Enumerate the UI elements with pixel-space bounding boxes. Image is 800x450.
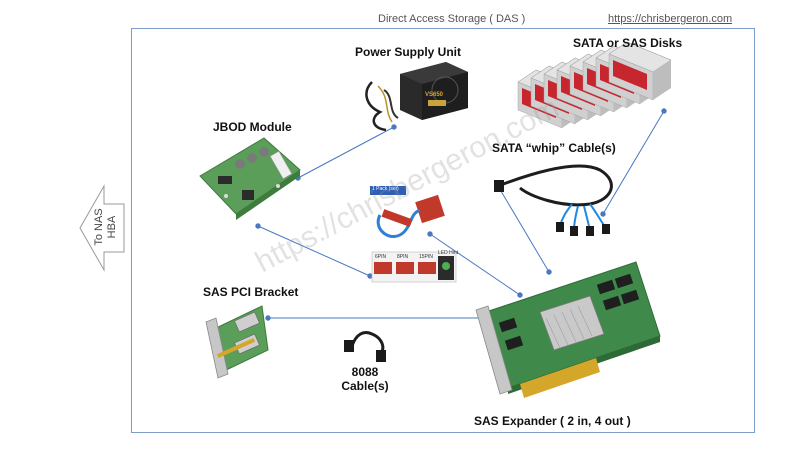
sas-pci-bracket-image (205, 305, 269, 379)
disk-stack (517, 41, 672, 129)
riser-led-text: LED Hint (438, 250, 459, 256)
disks-label: SATA or SAS Disks (573, 36, 683, 50)
expander-label: SAS Expander ( 2 in, 4 out ) (474, 414, 631, 428)
to-nas-arrow (79, 184, 125, 272)
psu-badge: VS650 (425, 92, 444, 98)
whip-cable-label: SATA “whip” Cable(s) (492, 141, 616, 155)
riser-pack-text: 1 Pack (set) (372, 186, 399, 192)
riser-6pin-text: 6PIN (375, 254, 387, 260)
riser-8pin-text: 8PIN (397, 254, 409, 260)
riser-15pin-text: 15PIN (419, 254, 433, 260)
pcie-riser-image (370, 186, 457, 283)
psu-label: Power Supply Unit (355, 45, 462, 59)
source-url[interactable]: https://chrisbergeron.com (608, 13, 733, 25)
cable-8088-image (344, 331, 386, 362)
arrow-line-2: HBA (106, 215, 118, 239)
cable-8088-line-2: Cable(s) (341, 379, 389, 393)
psu-image (365, 62, 468, 132)
disk-drive (608, 41, 672, 101)
jbod-module-image (199, 137, 301, 220)
sas-expander-image (475, 261, 661, 398)
cable-8088-line-1: 8088 (351, 365, 379, 379)
arrow-line-1: To NAS (93, 208, 105, 246)
pci-bracket-label: SAS PCI Bracket (203, 285, 299, 299)
cable-8088-label: 8088 Cable(s) (340, 365, 390, 393)
diagram-title: Direct Access Storage ( DAS ) (378, 13, 526, 25)
jbod-label: JBOD Module (213, 120, 292, 134)
sata-whip-cable-image (494, 164, 613, 236)
connector-lines (255, 108, 667, 321)
to-nas-hba-label: To NAS HBA (93, 197, 119, 257)
das-frame (131, 28, 755, 433)
